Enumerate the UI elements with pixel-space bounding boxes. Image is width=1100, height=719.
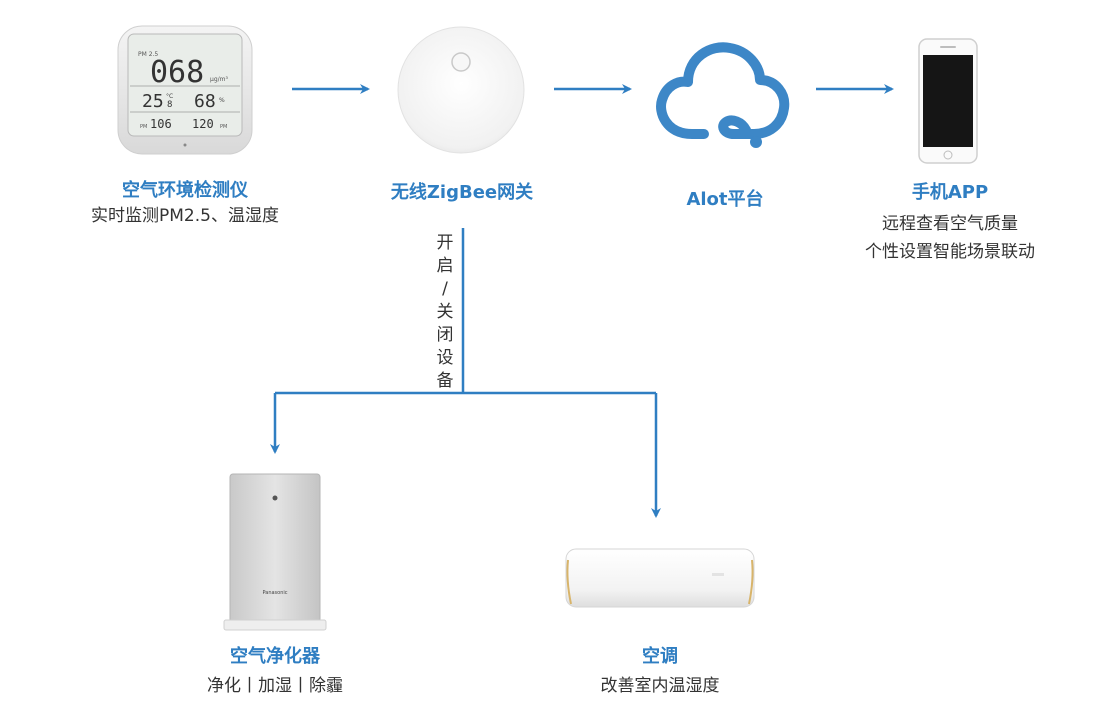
sensor-hum-unit: % [219,97,225,104]
ac-desc: 改善室内温湿度 [600,676,720,696]
gateway-title: 无线ZigBee网关 [390,182,534,203]
control-label-char: / [442,279,448,299]
app-desc-line1: 远程查看空气质量 [882,214,1018,234]
control-devices-label: 开 启 / 关 闭 设 备 [434,232,456,393]
sensor-temp-decimal: 8 [167,100,172,110]
sensor-pm-right-label: PM [220,124,227,130]
sensor-humidity: 68 [194,91,216,112]
control-label-char: 备 [436,371,454,391]
sensor-temp-unit: °C [166,93,173,100]
control-label-char: 开 [436,233,454,253]
air-conditioner-icon [565,548,755,608]
sensor-pm-right: 120 [192,117,214,131]
sensor-pm-left: 106 [150,117,172,131]
purifier-title: 空气净化器 [230,646,320,667]
app-title: 手机APP [911,182,989,203]
control-label-char: 关 [436,302,454,322]
control-label-char: 启 [436,256,454,276]
sensor-pm-label: PM 2.5 [138,51,158,58]
smartphone-icon [918,38,978,164]
sensor-desc: 实时监测PM2.5、温湿度 [91,206,279,226]
sensor-temp: 25 [142,91,164,112]
arrow-to-purifier [275,391,656,452]
zigbee-gateway-icon [397,26,525,154]
app-desc-line2: 个性设置智能场景联动 [865,242,1035,262]
purifier-desc: 净化丨加湿丨除霾 [207,676,343,696]
sensor-title: 空气环境检测仪 [122,180,248,201]
purifier-brand: Panasonic [262,590,287,596]
control-label-char: 闭 [436,325,454,345]
platform-title: Alot平台 [686,189,764,210]
air-sensor-icon: PM 2.5 068 μg/m³ 25 °C 8 68 % PM 106 120… [117,25,253,155]
ac-title: 空调 [642,646,678,667]
cloud-platform-icon [656,42,790,148]
sensor-unit: μg/m³ [210,76,228,83]
sensor-pm-left-label: PM [140,124,147,130]
air-purifier-icon: Panasonic [223,473,327,631]
sensor-main-reading: 068 [150,55,204,90]
control-label-char: 设 [436,348,454,368]
